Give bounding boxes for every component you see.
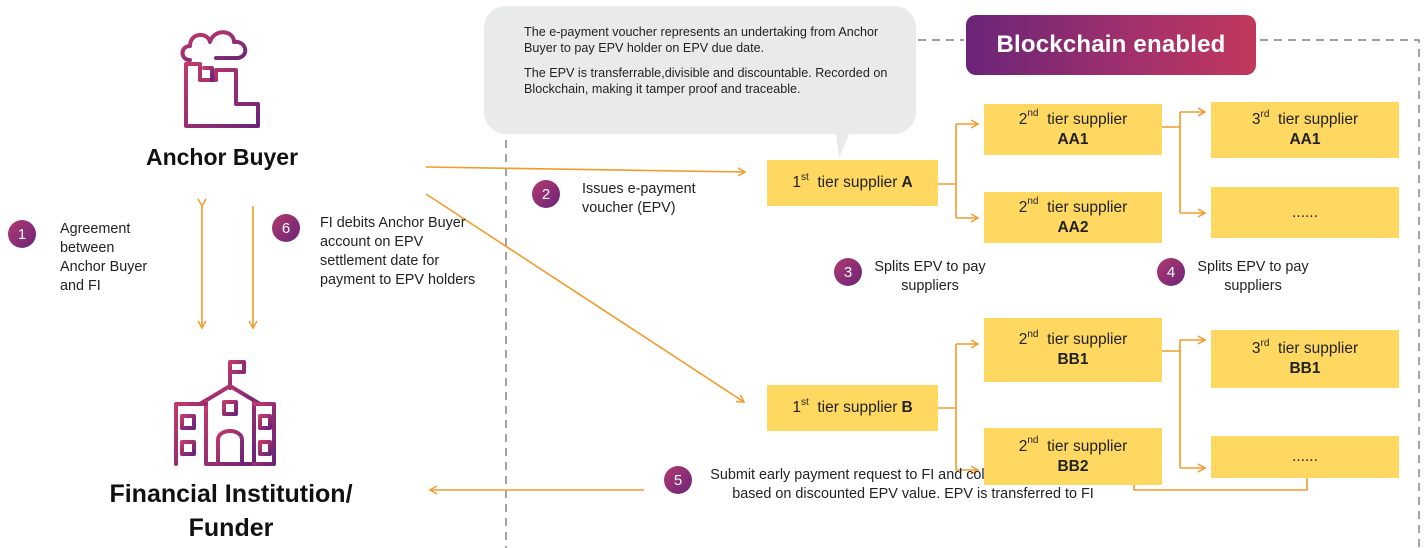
fi-label-line2: Funder xyxy=(188,514,274,542)
step-number: 3 xyxy=(834,258,862,286)
anchor-buyer-label: Anchor Buyer xyxy=(145,144,299,170)
step-3: 3 Splits EPV to pay suppliers xyxy=(834,258,992,296)
supplier-code: AA1 xyxy=(1057,130,1089,148)
blockchain-enabled-badge: Blockchain enabled xyxy=(966,15,1256,75)
bank-building-icon xyxy=(174,360,276,466)
tier3-supplier-aa1: 3rd tier supplier AA1 xyxy=(1211,102,1399,158)
step-number: 5 xyxy=(664,466,692,494)
tier2-supplier-bb2: 2nd tier supplier BB2 xyxy=(984,428,1162,485)
step-4: 4 Splits EPV to pay suppliers xyxy=(1157,258,1315,296)
step-2: 2 Issues e-payment voucher (EPV) xyxy=(532,180,732,218)
tier2-supplier-bb1: 2nd tier supplier BB1 xyxy=(984,318,1162,382)
step-text: FI debits Anchor Buyer account on EPV se… xyxy=(320,215,476,288)
supplier-code: B xyxy=(901,399,913,416)
step-text: Issues e-payment voucher (EPV) xyxy=(582,181,696,216)
tier-label: 1st tier supplier xyxy=(792,171,898,191)
epv-info-bubble: The e-payment voucher represents an unde… xyxy=(484,6,916,134)
blockchain-boundary xyxy=(505,39,1420,548)
step-text: Splits EPV to pay suppliers xyxy=(1197,259,1309,294)
tier3-more-suppliers-b: ...... xyxy=(1211,436,1399,478)
step-number: 4 xyxy=(1157,258,1185,286)
step-text: Agreement between Anchor Buyer and FI xyxy=(60,221,148,294)
tier1-supplier-a: 1st tier supplier A xyxy=(767,160,938,206)
tier-label: 3rd tier supplier xyxy=(1251,108,1359,128)
step-number: 6 xyxy=(272,214,300,242)
arrow-buyer-to-b xyxy=(425,193,746,403)
bubble-paragraph-2: The EPV is transferrable,divisible and d… xyxy=(524,66,888,96)
bubble-paragraph-1: The e-payment voucher represents an unde… xyxy=(524,25,879,55)
step-1: 1 Agreement between Anchor Buyer and FI xyxy=(8,220,160,296)
tier-label: 2nd tier supplier xyxy=(1018,108,1128,128)
tier-label: 2nd tier supplier xyxy=(1018,196,1128,216)
supplier-code: BB2 xyxy=(1057,457,1089,475)
tier-label: 1st tier supplier xyxy=(792,396,898,416)
tier3-more-suppliers-a: ...... xyxy=(1211,187,1399,238)
ellipsis: ...... xyxy=(1292,448,1318,465)
step-number: 1 xyxy=(8,220,36,248)
step-text: Splits EPV to pay suppliers xyxy=(874,259,986,294)
step-6: 6 FI debits Anchor Buyer account on EPV … xyxy=(272,214,490,290)
tier2-supplier-aa1: 2nd tier supplier AA1 xyxy=(984,104,1162,155)
supplier-code: BB1 xyxy=(1289,360,1321,377)
tier-label: 2nd tier supplier xyxy=(1018,435,1128,455)
fi-label-line1: Financial Institution/ xyxy=(109,480,353,508)
tier3-supplier-bb1: 3rd tier supplier BB1 xyxy=(1211,330,1399,388)
supplier-code: AA1 xyxy=(1289,131,1321,148)
arrow-buyer-to-a xyxy=(425,166,747,177)
factory-icon xyxy=(180,30,260,128)
supplier-code: A xyxy=(901,174,913,191)
supplier-code: BB1 xyxy=(1057,351,1089,368)
tier2-supplier-aa2: 2nd tier supplier AA2 xyxy=(984,192,1162,243)
tier-label: 3rd tier supplier xyxy=(1251,337,1359,357)
ellipsis: ...... xyxy=(1292,203,1318,221)
step-number: 2 xyxy=(532,180,560,208)
tier1-supplier-b: 1st tier supplier B xyxy=(767,385,938,431)
tier-label: 2nd tier supplier xyxy=(1018,328,1128,348)
supplier-code: AA2 xyxy=(1057,218,1089,236)
